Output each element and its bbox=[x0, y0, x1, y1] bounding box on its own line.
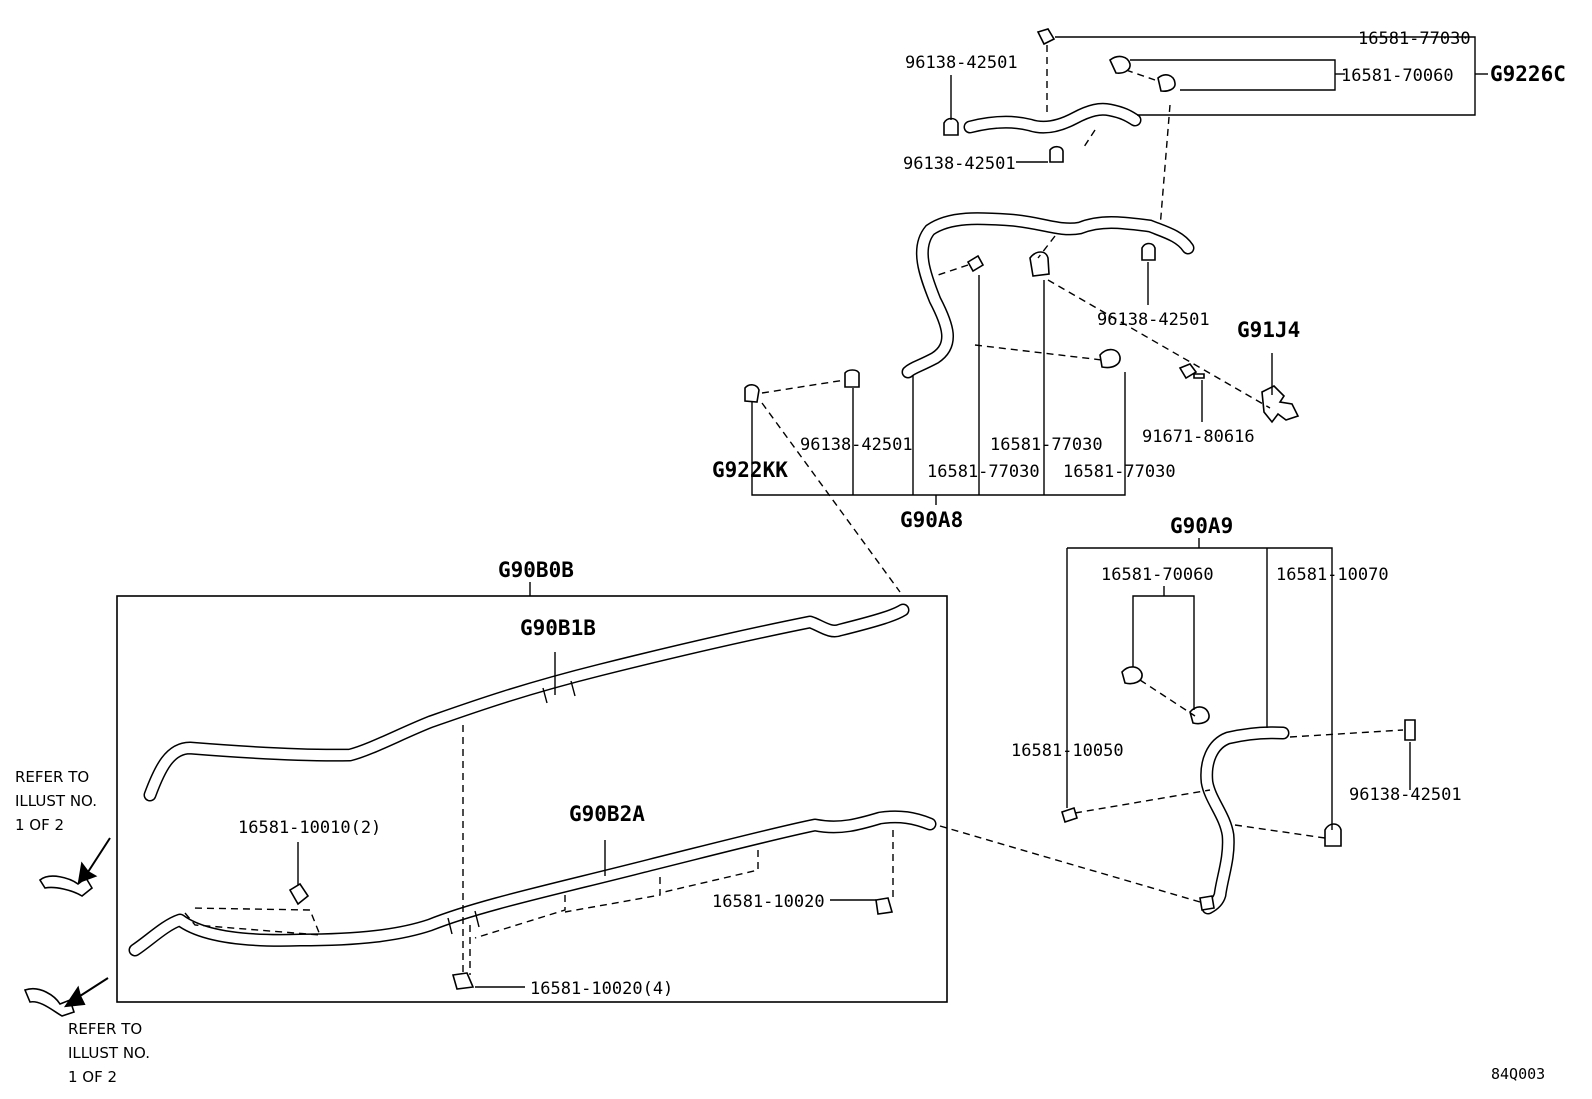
group-label-g91j4: G91J4 bbox=[1237, 318, 1300, 342]
part-number-label: 16581-77030 bbox=[927, 462, 1040, 482]
clamp-part bbox=[1099, 348, 1121, 369]
svg-text:ILLUST NO.: ILLUST NO. bbox=[68, 1044, 150, 1062]
clip-part bbox=[451, 972, 475, 990]
svg-text:1 OF 2: 1 OF 2 bbox=[68, 1068, 117, 1086]
group-label-g90a9: G90A9 bbox=[1170, 514, 1233, 538]
pipe-end-part bbox=[38, 875, 94, 897]
group-label-g90b1b: G90B1B bbox=[520, 616, 596, 640]
clip-part bbox=[744, 384, 760, 403]
clamp-part bbox=[1029, 251, 1050, 277]
clip-part bbox=[1061, 806, 1078, 824]
clip-part bbox=[875, 897, 894, 915]
group-label-g922kk: G922KK bbox=[712, 458, 788, 482]
right-hose-assembly bbox=[939, 538, 1416, 915]
pipe-end-part bbox=[23, 988, 76, 1017]
clamp-part bbox=[1109, 55, 1131, 74]
arrow-icon bbox=[77, 837, 111, 884]
reference-note-lower: REFER TO ILLUST NO. 1 OF 2 bbox=[23, 977, 150, 1086]
clamp-part bbox=[1121, 666, 1143, 685]
bracket-part bbox=[1261, 385, 1300, 424]
clip-part bbox=[1049, 145, 1064, 163]
top-hose-assembly bbox=[943, 28, 1488, 229]
clip-part bbox=[966, 254, 985, 273]
connector-part bbox=[1404, 719, 1416, 741]
bolt-part bbox=[1178, 363, 1205, 380]
lower-tube-assembly bbox=[128, 603, 937, 990]
group-label-g90b2a: G90B2A bbox=[569, 802, 645, 826]
part-number-label: 16581-10010(2) bbox=[238, 818, 381, 838]
lower-assembly-frame bbox=[116, 595, 948, 1003]
part-number-label: 16581-70060 bbox=[1341, 66, 1454, 86]
group-label-g90a8: G90A8 bbox=[900, 508, 963, 532]
part-number-label: 16581-77030 bbox=[990, 435, 1103, 455]
svg-text:ILLUST NO.: ILLUST NO. bbox=[15, 792, 97, 810]
part-number-label: 96138-42501 bbox=[905, 53, 1018, 73]
clip-part bbox=[1199, 895, 1215, 911]
clamp-part bbox=[1157, 74, 1176, 92]
part-number-label: 16581-10070 bbox=[1276, 565, 1389, 585]
part-number-label: 96138-42501 bbox=[903, 154, 1016, 174]
part-number-label: 96138-42501 bbox=[800, 435, 913, 455]
middle-hose-assembly bbox=[744, 212, 1300, 593]
clamp-part bbox=[1036, 28, 1056, 46]
part-number-label: 16581-10050 bbox=[1011, 741, 1124, 761]
clip-part bbox=[943, 117, 959, 136]
part-number-label: 91671-80616 bbox=[1142, 427, 1255, 447]
part-number-label: 16581-77030 bbox=[1063, 462, 1176, 482]
reference-note-upper: REFER TO ILLUST NO. 1 OF 2 bbox=[15, 768, 111, 897]
svg-text:REFER TO: REFER TO bbox=[68, 1020, 142, 1038]
arrow-icon bbox=[63, 977, 109, 1008]
part-number-label: 16581-70060 bbox=[1101, 565, 1214, 585]
part-number-label: 16581-10020 bbox=[712, 892, 825, 912]
part-number-label: 16581-77030 bbox=[1358, 29, 1471, 49]
group-label-g90b0b: G90B0B bbox=[498, 558, 574, 582]
part-number-label: 16581-10020(4) bbox=[530, 979, 673, 999]
svg-text:1 OF 2: 1 OF 2 bbox=[15, 816, 64, 834]
clip-part bbox=[1141, 242, 1156, 261]
group-label-g9226c: G9226C bbox=[1490, 62, 1566, 86]
part-number-label: 96138-42501 bbox=[1349, 785, 1462, 805]
part-number-label: 96138-42501 bbox=[1097, 310, 1210, 330]
clamp-part bbox=[1189, 706, 1210, 725]
reference-code: 84Q003 bbox=[1491, 1065, 1545, 1083]
clip-part bbox=[288, 882, 310, 906]
clip-part bbox=[844, 369, 860, 388]
clamp-part bbox=[1324, 823, 1342, 847]
svg-text:REFER TO: REFER TO bbox=[15, 768, 89, 786]
